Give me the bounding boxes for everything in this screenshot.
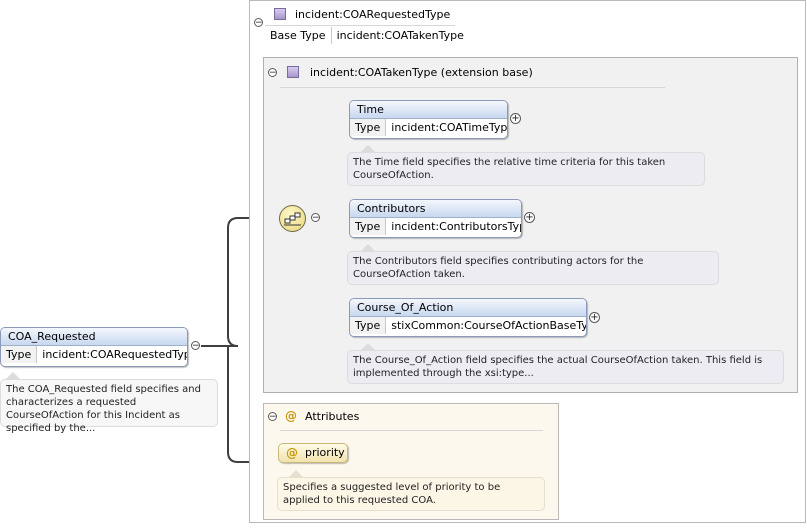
complex-type-icon	[274, 8, 286, 20]
element-course-of-action-expand-button[interactable]: +	[589, 312, 600, 323]
complex-type-name: incident:COARequestedType	[295, 8, 451, 21]
element-time-doc: The Time field specifies the relative ti…	[347, 152, 705, 186]
extension-collapse-button[interactable]: −	[268, 68, 277, 78]
base-type-value: incident:COATakenType	[336, 29, 464, 42]
element-contributors-expand-button[interactable]: +	[524, 212, 535, 223]
doc-tab	[361, 244, 375, 251]
doc-tab	[6, 372, 20, 379]
root-element-type-key: Type	[1, 346, 38, 363]
element-course-of-action-doc: The Course_Of_Action field specifies the…	[347, 350, 784, 384]
element-time-type-row: Type incident:COATimeType	[350, 119, 507, 136]
doc-tab	[289, 470, 303, 477]
doc-tab	[361, 343, 375, 350]
attribute-icon: @	[286, 446, 298, 460]
doc-tab	[361, 145, 375, 152]
complex-type-collapse-button[interactable]: −	[254, 18, 263, 28]
attributes-group-icon: @	[285, 409, 297, 423]
element-course-of-action[interactable]: Course_Of_Action Type stixCommon:CourseO…	[349, 298, 587, 337]
root-element-name: COA_Requested	[1, 328, 187, 346]
root-element-coa-requested[interactable]: COA_Requested Type incident:COARequested…	[0, 327, 188, 367]
base-type-row: Base Type incident:COATakenType	[265, 27, 469, 44]
sequence-collapse-button[interactable]: −	[311, 213, 320, 223]
element-time-expand-button[interactable]: +	[510, 113, 521, 124]
element-course-of-action-type-key: Type	[350, 317, 387, 334]
sequence-compositor-icon[interactable]	[279, 205, 306, 232]
root-element-doc: The COA_Requested field specifies and ch…	[0, 379, 218, 434]
root-element-type-value: incident:COARequestedType	[42, 348, 188, 361]
root-collapse-button[interactable]: −	[191, 341, 200, 351]
base-type-key: Base Type	[265, 27, 332, 44]
element-contributors-type-row: Type incident:ContributorsType	[350, 218, 521, 235]
attributes-header-divider	[280, 430, 543, 431]
element-time-type-value: incident:COATimeType	[391, 121, 508, 134]
attribute-priority-name: priority	[305, 446, 345, 459]
complex-type-header-divider	[265, 25, 455, 26]
element-time-type-key: Type	[350, 119, 387, 136]
element-contributors-name: Contributors	[350, 200, 521, 218]
element-course-of-action-type-row: Type stixCommon:CourseOfActionBaseType	[350, 317, 586, 334]
extension-type-icon	[287, 66, 299, 78]
element-time-name: Time	[350, 101, 507, 119]
attributes-collapse-button[interactable]: −	[268, 412, 277, 422]
extension-header-divider	[280, 87, 665, 88]
element-course-of-action-name: Course_Of_Action	[350, 299, 586, 317]
extension-base-box	[263, 57, 798, 393]
root-element-type-row: Type incident:COARequestedType	[1, 346, 187, 363]
extension-title: incident:COATakenType (extension base)	[310, 66, 533, 79]
element-contributors-doc: The Contributors field specifies contrib…	[347, 251, 719, 285]
element-course-of-action-type-value: stixCommon:CourseOfActionBaseType	[391, 319, 587, 332]
sequence-glyph	[284, 212, 301, 226]
attributes-title: Attributes	[305, 410, 360, 423]
attribute-priority[interactable]: @ priority	[278, 443, 348, 463]
attribute-priority-doc: Specifies a suggested level of priority …	[277, 477, 545, 511]
element-contributors-type-key: Type	[350, 218, 387, 235]
element-contributors-type-value: incident:ContributorsType	[391, 220, 522, 233]
element-contributors[interactable]: Contributors Type incident:ContributorsT…	[349, 199, 522, 238]
element-time[interactable]: Time Type incident:COATimeType	[349, 100, 508, 139]
